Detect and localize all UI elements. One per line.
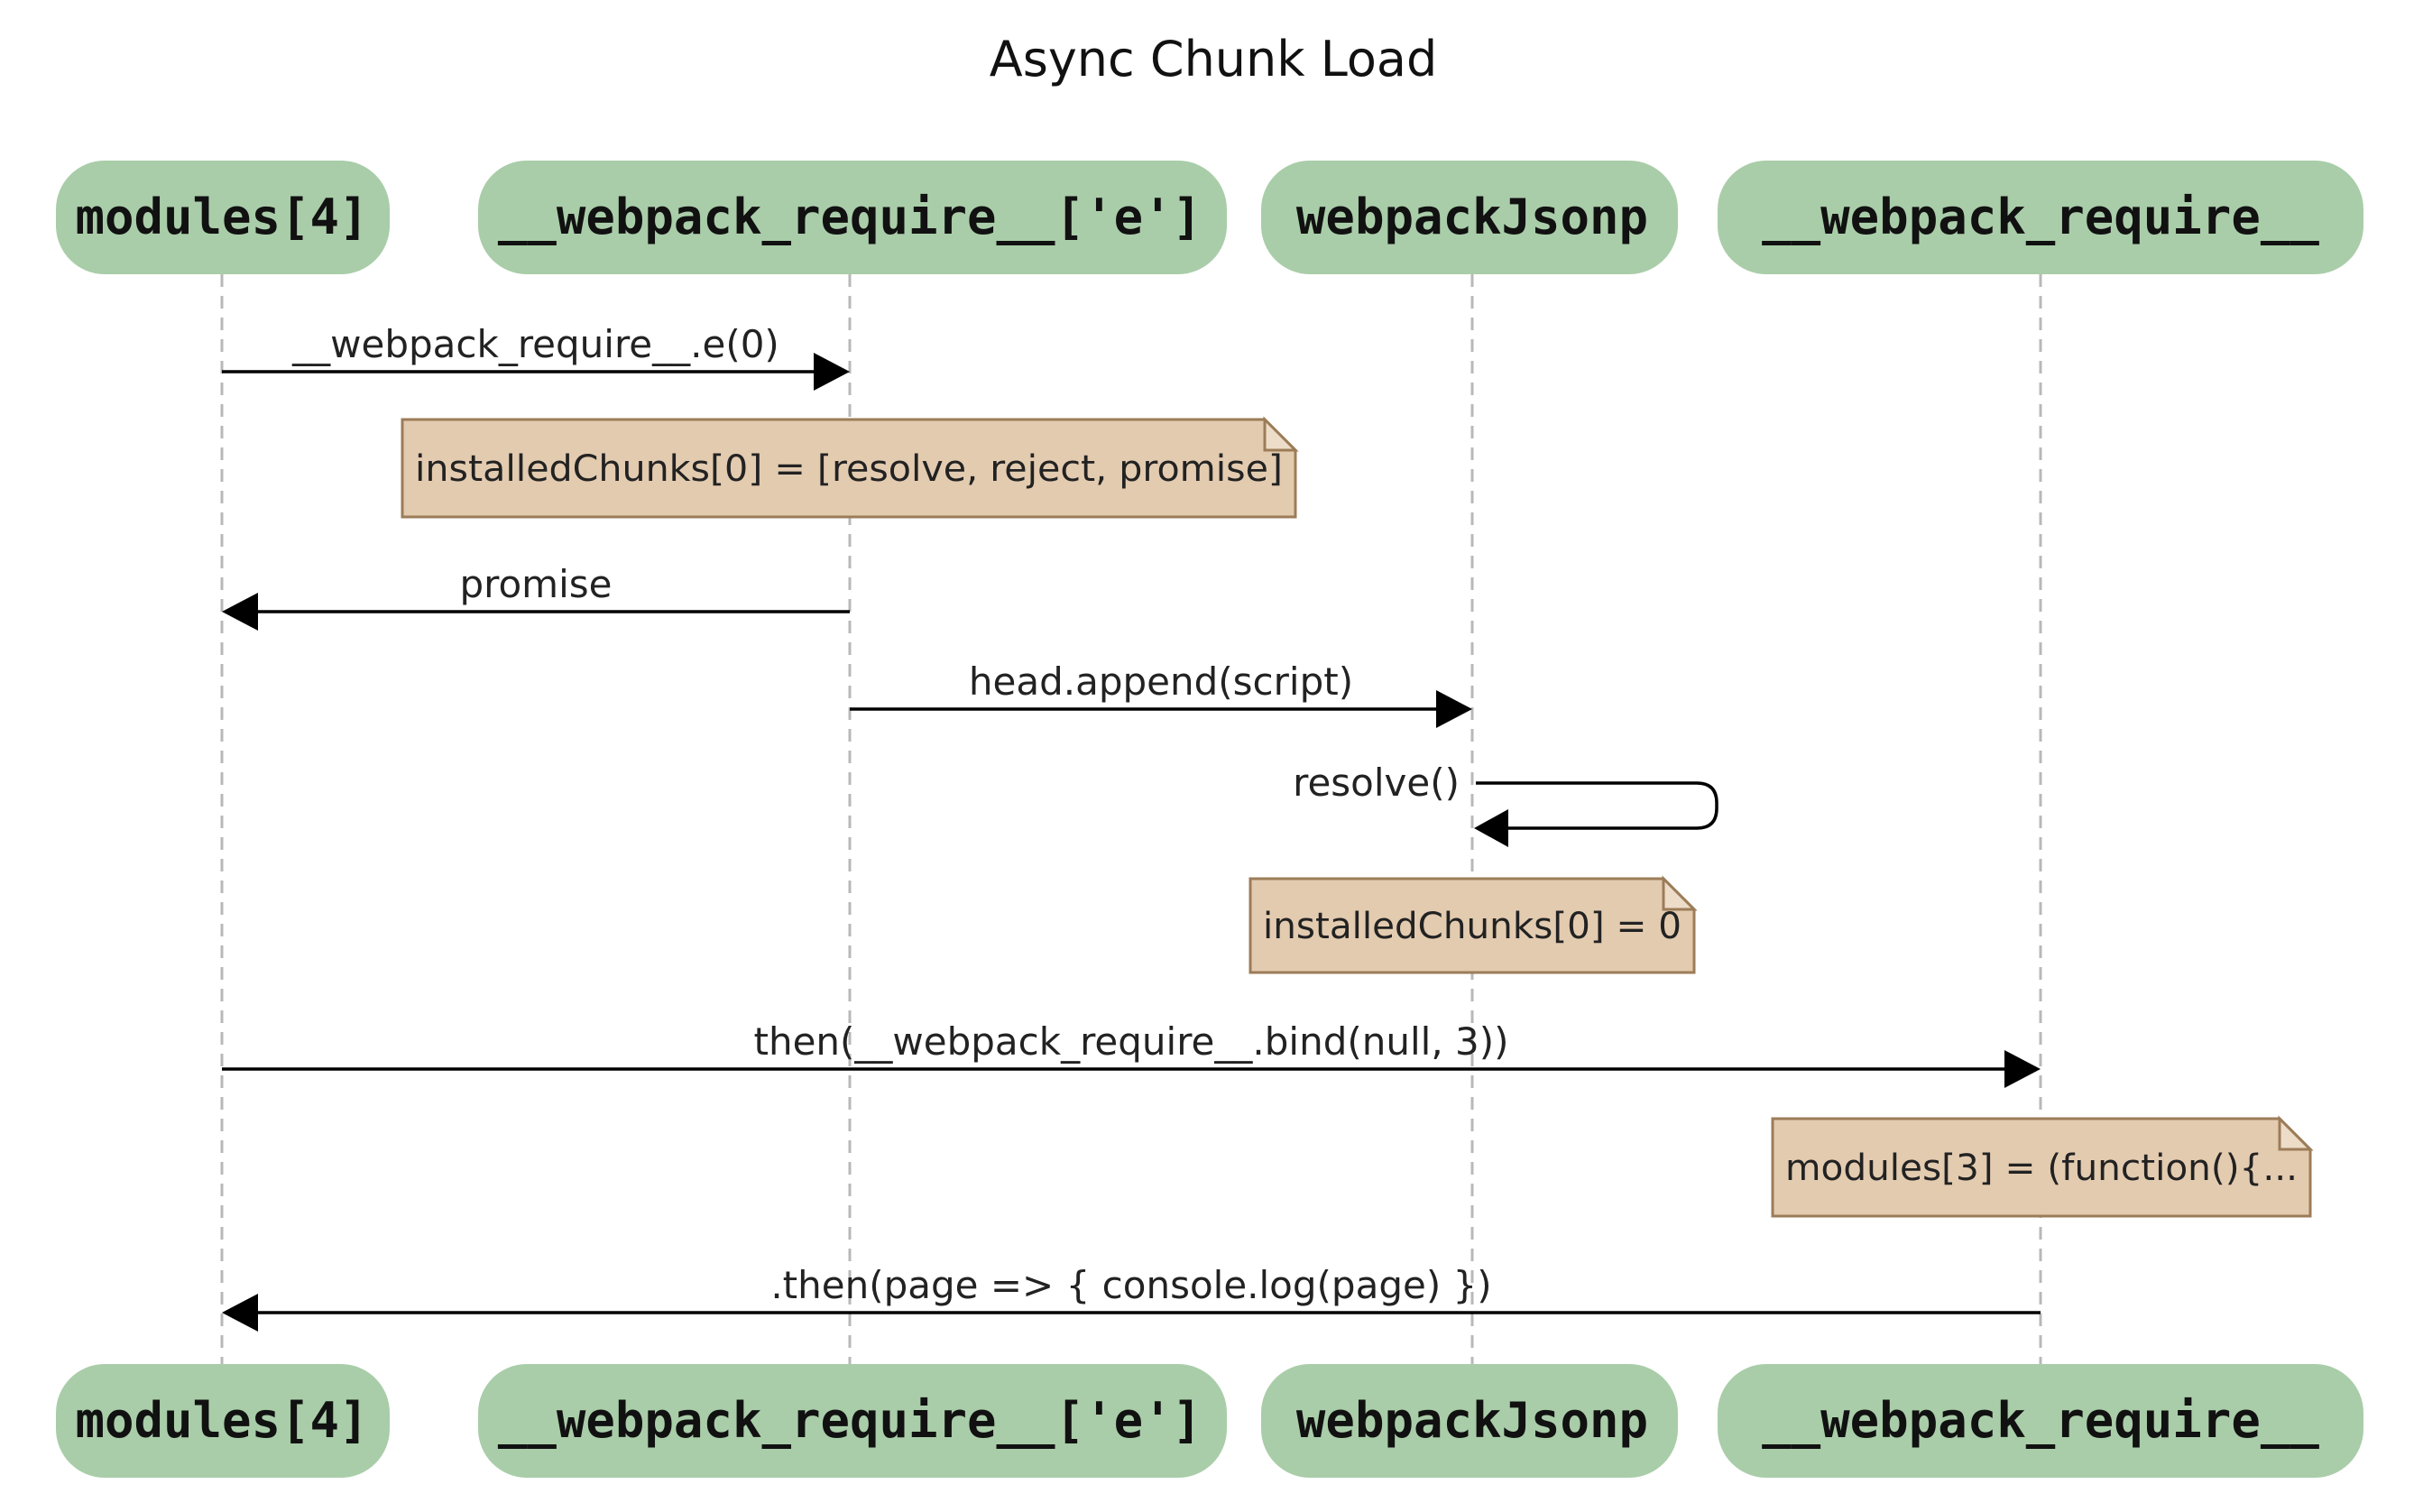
- actor-label: __webpack_require__['e']: [498, 1392, 1202, 1449]
- actor-box: [1261, 1364, 1678, 1478]
- actor-label: modules[4]: [75, 189, 368, 245]
- note-fold: [1662, 875, 1698, 911]
- note-box: [1248, 877, 1696, 974]
- note-box: [401, 418, 1297, 519]
- actor-top-jsonp: webpackJsonp: [1261, 161, 1678, 274]
- actor-bottom-req_e: __webpack_require__['e']: [478, 1364, 1227, 1478]
- note-7: modules[3] = (function(){...: [1771, 1115, 2314, 1218]
- message-label: then(__webpack_require__.bind(null, 3)): [753, 1019, 1508, 1064]
- message-label: head.append(script): [969, 659, 1353, 704]
- diagram-steps: __webpack_require__.e(0) installedChunks[…: [222, 322, 2314, 1332]
- actors-top: modules[4] __webpack_require__['e'] webpac…: [56, 161, 2363, 274]
- note-box: [1771, 1117, 2312, 1218]
- actor-top-modules: modules[4]: [56, 161, 390, 274]
- message-label: __webpack_require__.e(0): [291, 322, 779, 366]
- actor-box: [1718, 1364, 2363, 1478]
- actors-bottom: modules[4] __webpack_require__['e'] webpac…: [56, 1364, 2363, 1478]
- actor-bottom-req: __webpack_require__: [1718, 1364, 2363, 1478]
- message-6: then(__webpack_require__.bind(null, 3)): [222, 1019, 2041, 1088]
- message-3: head.append(script): [850, 659, 1472, 728]
- actor-label: modules[4]: [75, 1392, 368, 1449]
- actor-box: [1718, 161, 2363, 274]
- note-1: installedChunks[0] = [resolve, reject, p…: [401, 416, 1299, 519]
- actor-top-req_e: __webpack_require__['e']: [478, 161, 1227, 274]
- note-text: installedChunks[0] = 0: [1263, 906, 1682, 947]
- message-0: __webpack_require__.e(0): [222, 322, 850, 391]
- arrowhead: [222, 593, 258, 631]
- actor-label: __webpack_require__: [1762, 189, 2319, 245]
- message-8: .then(page => { console.log(page) }): [222, 1263, 2041, 1332]
- self-message-4: resolve(): [1293, 761, 1718, 847]
- note-text: modules[3] = (function(){...: [1785, 1148, 2298, 1189]
- actor-label: webpackJsonp: [1296, 189, 1648, 245]
- message-label: promise: [459, 562, 612, 606]
- actor-box: [56, 1364, 390, 1478]
- actor-bottom-jsonp: webpackJsonp: [1261, 1364, 1678, 1478]
- actor-box: [1261, 161, 1678, 274]
- arrowhead: [2004, 1050, 2041, 1088]
- arrowhead: [1474, 809, 1508, 847]
- arrowhead: [222, 1294, 258, 1332]
- actor-box: [478, 1364, 1227, 1478]
- message-label: .then(page => { console.log(page) }): [770, 1263, 1491, 1307]
- note-text: installedChunks[0] = [resolve, reject, p…: [415, 448, 1283, 490]
- message-label: resolve(): [1293, 761, 1460, 805]
- note-5: installedChunks[0] = 0: [1248, 875, 1698, 974]
- actor-bottom-modules: modules[4]: [56, 1364, 390, 1478]
- note-fold: [2278, 1115, 2314, 1151]
- actor-top-req: __webpack_require__: [1718, 161, 2363, 274]
- note-fold: [1263, 416, 1299, 452]
- actor-label: __webpack_require__: [1762, 1392, 2319, 1449]
- actor-label: __webpack_require__['e']: [498, 189, 1202, 245]
- actor-label: webpackJsonp: [1296, 1392, 1648, 1449]
- message-2: promise: [222, 562, 850, 631]
- actor-box: [56, 161, 390, 274]
- arrowhead: [1436, 690, 1472, 728]
- self-message-arrow: [1476, 781, 1718, 830]
- arrowhead: [814, 353, 850, 391]
- actor-box: [478, 161, 1227, 274]
- diagram-title: Async Chunk Load: [990, 31, 1437, 88]
